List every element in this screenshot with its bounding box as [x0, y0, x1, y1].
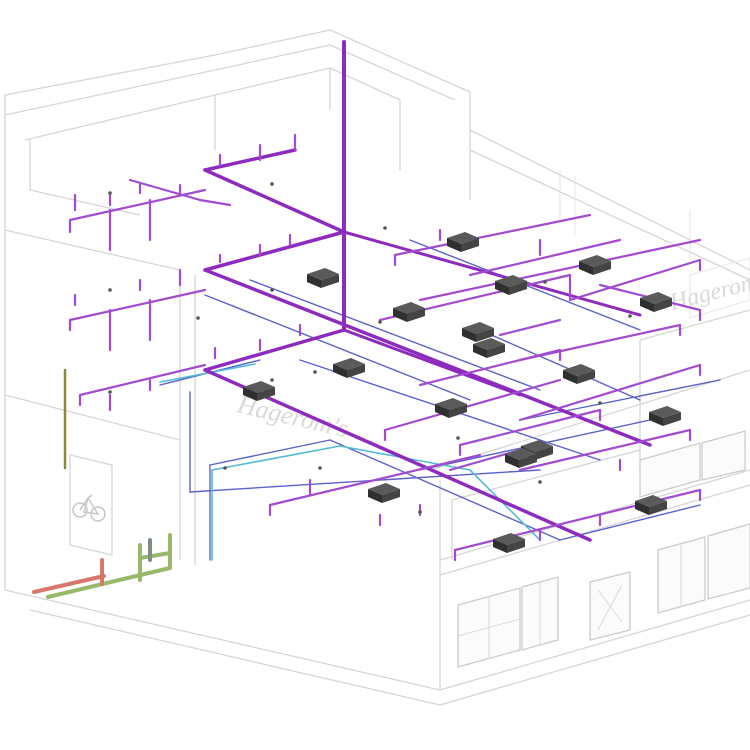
hanger-point [270, 288, 274, 292]
hanger-points [108, 182, 632, 514]
fan-coil-unit-icon [243, 381, 275, 401]
main-header-pipe [342, 328, 522, 397]
fan-coil-unit-icon [563, 364, 595, 384]
hanger-point [378, 320, 382, 324]
fan-coil-unit-icon [473, 338, 505, 358]
ground-pipe-red [32, 574, 106, 594]
branch-pipe [383, 378, 562, 432]
branch-pipe [453, 488, 702, 552]
condensate-pipe [189, 469, 541, 493]
condensate-pipe [329, 439, 561, 541]
main-header-pipe [203, 148, 297, 172]
fan-coil-unit-icon [435, 398, 467, 418]
fan-coil-unit-icon [505, 448, 537, 468]
hanger-point [598, 401, 602, 405]
main-header-pipe [342, 230, 642, 317]
hanger-point [108, 191, 112, 195]
main-header-pipe [203, 230, 346, 272]
fan-coil-unit-icon [447, 232, 479, 252]
branch-pipe [518, 428, 692, 472]
hanger-point [543, 280, 547, 284]
fan-coil-unit-icon [635, 495, 667, 515]
hanger-point [108, 390, 112, 394]
hanger-point [108, 288, 112, 292]
upper-sign-text: Hagerom's [666, 265, 750, 316]
fan-coil-unit-icon [640, 292, 672, 312]
branch-pipe [518, 323, 682, 362]
hanger-point [383, 226, 387, 230]
branch-pipe [498, 318, 562, 337]
branch-pipe [568, 258, 702, 302]
branch-pipe [128, 178, 202, 202]
ground-pipe-green [46, 566, 172, 599]
fan-coil-unit-icon [462, 322, 494, 342]
building-outline [4, 29, 750, 706]
fan-coil-unit-icon [393, 302, 425, 322]
hanger-point [318, 466, 322, 470]
condensate-pipe [559, 504, 701, 541]
branch-pipe [68, 288, 207, 322]
hanger-point [313, 370, 317, 374]
hanger-point [418, 510, 422, 514]
fan-coil-unit-icon [495, 275, 527, 295]
fan-coil-units [243, 232, 681, 553]
hanger-point [628, 314, 632, 318]
hanger-point [196, 316, 200, 320]
hanger-point [456, 436, 460, 440]
condensate-pipe [479, 329, 641, 401]
branch-pipe [393, 213, 592, 257]
bicycle-icon [72, 494, 106, 522]
condensate-pipe [204, 294, 471, 401]
supply-pipe [469, 469, 541, 541]
hanger-point [270, 182, 274, 186]
fan-coil-unit-icon [307, 268, 339, 288]
branch-pipe [458, 408, 602, 447]
fan-coil-unit-icon [579, 255, 611, 275]
hanger-point [270, 378, 274, 382]
ground-level-piping [32, 368, 172, 599]
window [639, 442, 701, 498]
fan-coil-unit-icon [649, 406, 681, 426]
condensate-pipe [209, 439, 331, 466]
supply-pipe [211, 445, 341, 471]
branch-pipe [468, 238, 622, 277]
window [701, 430, 746, 481]
main-header-pipe [203, 328, 346, 372]
main-header-pipe [203, 368, 592, 542]
branch-pipe [78, 363, 207, 397]
hanger-point [223, 466, 227, 470]
refrigerant-piping-network [68, 40, 721, 562]
window [707, 523, 750, 600]
window [657, 536, 706, 614]
fan-coil-unit-icon [368, 483, 400, 503]
front-windows [457, 430, 750, 668]
fan-coil-unit-icon [493, 533, 525, 553]
branch-pipe [198, 198, 232, 207]
hanger-point [538, 480, 542, 484]
condensate-pipe [249, 279, 541, 391]
main-header-pipe [203, 168, 346, 234]
condensate-pipe [519, 379, 721, 421]
branch-pipe [268, 453, 482, 507]
branch-pipe [518, 363, 702, 422]
branch-pipe [418, 238, 702, 302]
fan-coil-unit-icon [333, 358, 365, 378]
